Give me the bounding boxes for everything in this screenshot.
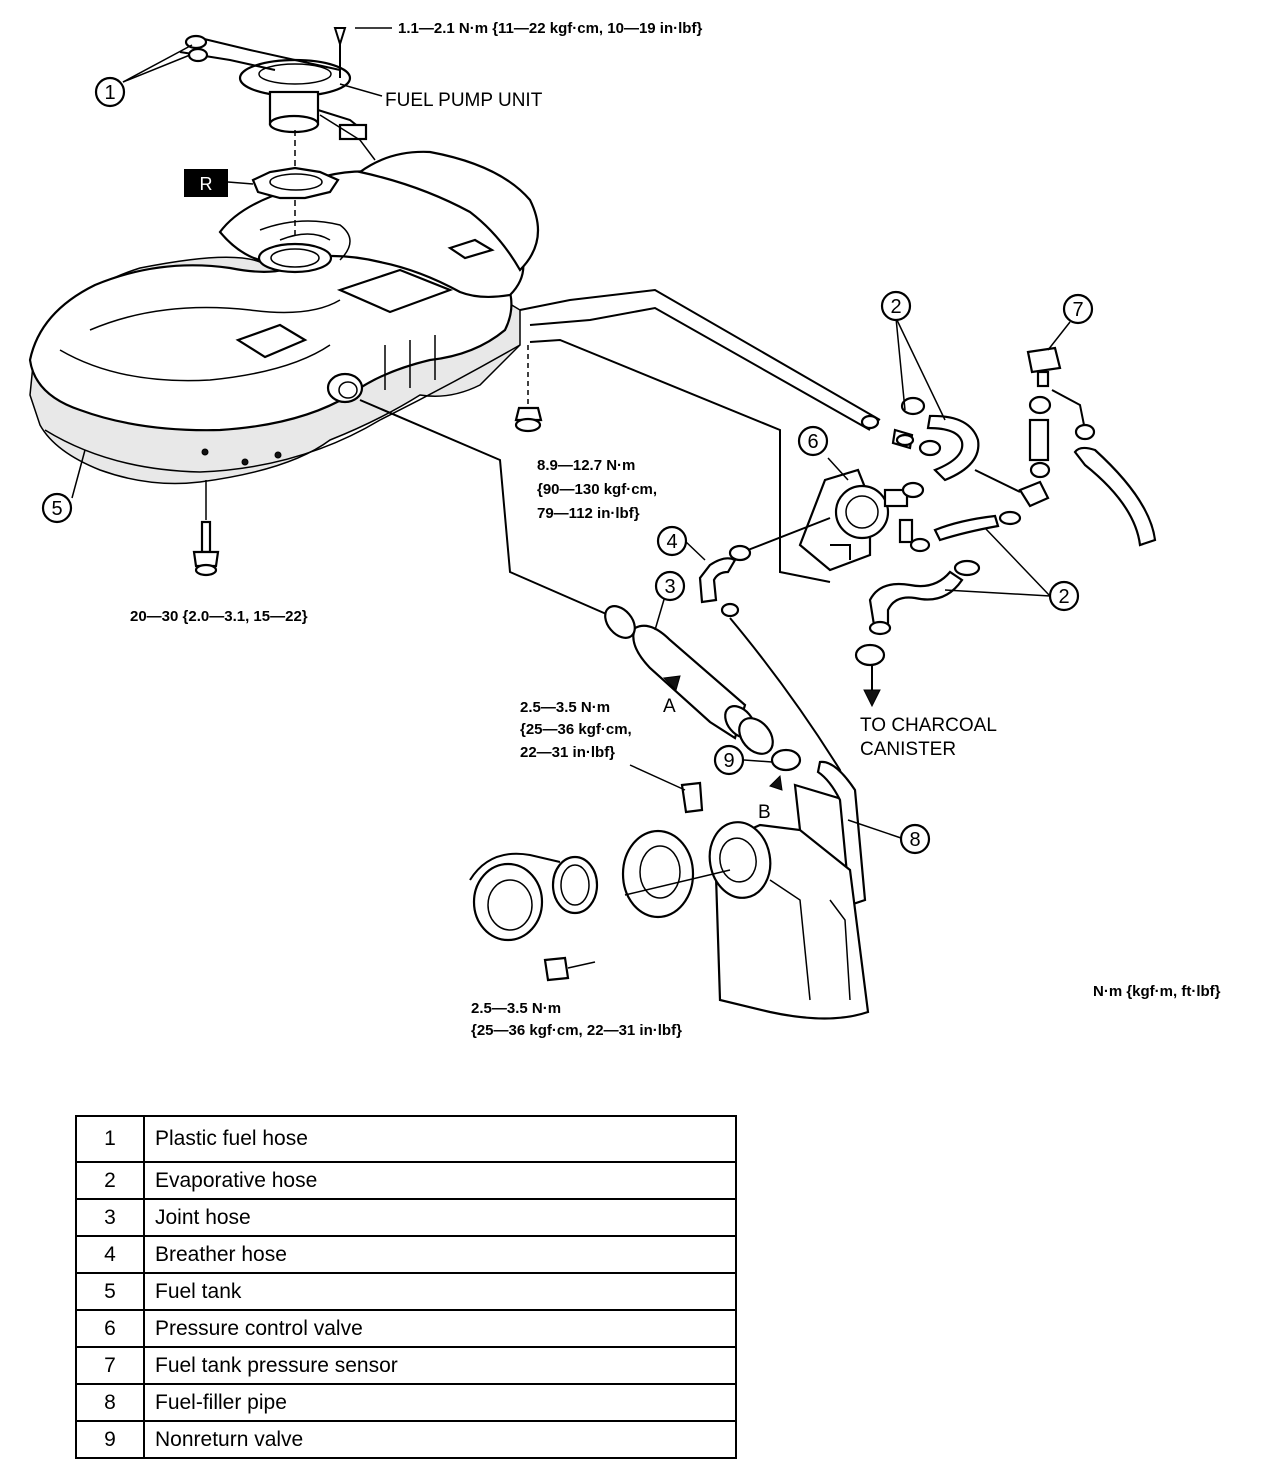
svg-text:2: 2 [890,296,901,318]
part-number: 1 [75,1115,145,1163]
nut-torque-line2: {90—130 kgf·cm, [537,481,657,498]
callout-7: 7 [1062,293,1094,325]
evap-lines-drawing [359,288,881,621]
callout-markers: 1 2 2 3 4 5 6 7 [41,76,1094,855]
part-name: Evaporative hose [143,1161,737,1200]
breather-hose-drawing [698,517,856,831]
svg-text:1: 1 [104,82,115,104]
svg-text:7: 7 [1072,299,1083,321]
fuel-tank-drawing [28,150,540,485]
table-row: 1 Plastic fuel hose [75,1115,737,1163]
part-name: Nonreturn valve [143,1420,737,1459]
nut-torque-line1: 8.9—12.7 N·m [537,457,635,474]
fuel-pump-unit-label: FUEL PUMP UNIT [385,90,543,111]
evaporative-hoses-drawing [854,396,1050,708]
table-row: 3 Joint hose [75,1198,737,1237]
part-number: 4 [75,1235,145,1274]
diagram-labels: 1.1—2.1 N·m {11—22 kgf·cm, 10—19 in·lbf}… [130,20,1221,1039]
part-number: 9 [75,1420,145,1459]
table-row: 6 Pressure control valve [75,1309,737,1348]
svg-text:9: 9 [723,750,734,772]
lower-torque-line1: 2.5—3.5 N·m [471,1000,561,1017]
svg-text:2: 2 [1058,586,1069,608]
part-name: Joint hose [143,1198,737,1237]
part-number: 8 [75,1383,145,1422]
arrow-b-label: B [758,802,771,823]
table-row: 9 Nonreturn valve [75,1420,737,1459]
tank-bolt-drawing [192,480,220,577]
table-row: 4 Breather hose [75,1235,737,1274]
filler-pipe-drawing [629,748,870,1020]
pump-torque-label: 1.1—2.1 N·m {11—22 kgf·cm, 10—19 in·lbf} [398,20,702,37]
callout-4: 4 [656,525,688,557]
table-row: 5 Fuel tank [75,1272,737,1311]
part-number: 7 [75,1346,145,1385]
pressure-control-valve-drawing [798,457,925,572]
table-row: 2 Evaporative hose [75,1161,737,1200]
svg-text:3: 3 [664,576,675,598]
part-name: Fuel tank pressure sensor [143,1346,737,1385]
lower-torque-line2: {25—36 kgf·cm, 22—31 in·lbf} [471,1022,682,1039]
part-number: 2 [75,1161,145,1200]
svg-text:6: 6 [807,431,818,453]
part-number: 6 [75,1309,145,1348]
callout-5: 5 [41,492,73,524]
svg-text:4: 4 [666,531,677,553]
joint-hose-drawing [604,605,774,755]
callout-8: 8 [899,823,931,855]
units-label: N·m {kgf·m, ft·lbf} [1093,983,1221,1000]
parts-legend-table: 1 Plastic fuel hose 2 Evaporative hose 3… [75,1115,737,1459]
part-number: 5 [75,1272,145,1311]
callout-6: 6 [797,425,829,457]
arrow-a-label: A [663,696,676,717]
fuel-pump-unit-drawing [179,27,392,240]
table-row: 8 Fuel-filler pipe [75,1383,737,1422]
callout-2-lower: 2 [1048,580,1080,612]
part-name: Fuel tank [143,1272,737,1311]
charcoal-label-line2: CANISTER [860,739,956,760]
nut-torque-line3: 79—112 in·lbf} [537,505,640,522]
tank-nut-drawing [514,345,543,433]
part-name: Plastic fuel hose [143,1115,737,1163]
part-number: 3 [75,1198,145,1237]
pressure-sensor-drawing [1026,346,1157,547]
table-row: 7 Fuel tank pressure sensor [75,1346,737,1385]
filler-cap-drawing [469,829,731,982]
r-box: R [184,169,228,197]
callout-2-upper: 2 [880,290,912,322]
filler-torque-line2: {25—36 kgf·cm, [520,721,632,738]
filler-torque-line1: 2.5—3.5 N·m [520,699,610,716]
svg-text:R: R [200,174,213,194]
part-name: Fuel-filler pipe [143,1383,737,1422]
svg-text:8: 8 [909,829,920,851]
filler-torque-line3: 22—31 in·lbf} [520,744,615,761]
callout-3: 3 [654,570,686,602]
callout-1: 1 [94,76,126,108]
charcoal-label-line1: TO CHARCOAL [860,715,997,736]
svg-text:5: 5 [51,498,62,520]
callout-9: 9 [713,744,745,776]
bolt-torque-label: 20—30 {2.0—3.1, 15—22} [130,608,308,625]
part-name: Breather hose [143,1235,737,1274]
part-name: Pressure control valve [143,1309,737,1348]
